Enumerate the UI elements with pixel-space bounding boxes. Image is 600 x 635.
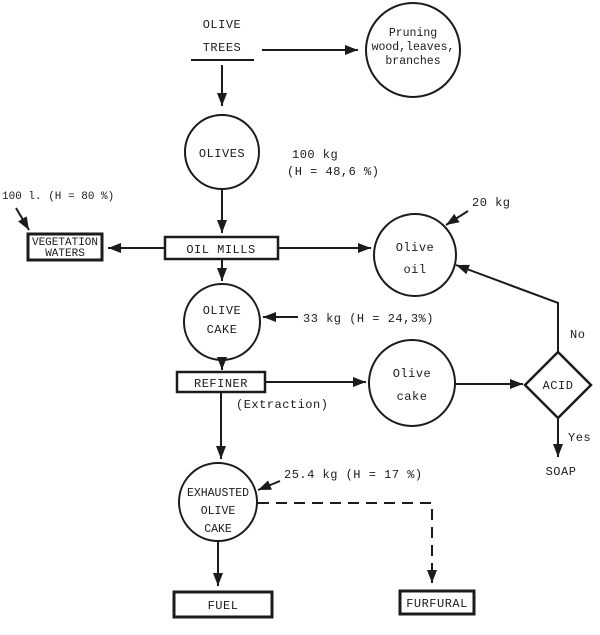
pruning-node-circle bbox=[365, 2, 461, 98]
fuel-box bbox=[172, 590, 274, 619]
pruning-label-line3: branches bbox=[385, 55, 440, 68]
olive-oil-label-line1: Olive bbox=[396, 241, 435, 255]
pruning-label-line1: Pruning bbox=[389, 27, 437, 40]
arrow-acid-no-to-olive-oil bbox=[455, 264, 559, 351]
vegetation-waters-amount: 100 l. (H = 80 %) bbox=[2, 191, 114, 203]
olive-cake-label-line2: CAKE bbox=[207, 323, 238, 337]
arrow-annotation-to-olive-oil bbox=[445, 210, 469, 226]
olive-cake-label-line1: OLIVE bbox=[203, 304, 242, 318]
oil-mills-label: OIL MILLS bbox=[186, 243, 255, 257]
furfural-label: FURFURAL bbox=[406, 597, 468, 611]
olive-oil-label-line2: oil bbox=[403, 263, 426, 277]
olive-oil-node-circle bbox=[373, 213, 457, 297]
furfural-box bbox=[398, 589, 476, 616]
olives-label: OLIVES bbox=[199, 147, 245, 161]
olives-amount-line1: 100 kg bbox=[292, 148, 338, 162]
fuel-label: FUEL bbox=[208, 599, 239, 613]
exhausted-olive-cake-label-line1: EXHAUSTED bbox=[187, 487, 249, 500]
exhausted-olive-cake-label-line2: OLIVE bbox=[201, 505, 236, 518]
pruning-label-line2: wood,leaves, bbox=[372, 41, 455, 54]
decision-no-label: No bbox=[570, 328, 585, 342]
olive-cake-amount: 33 kg (H = 24,3%) bbox=[303, 312, 434, 326]
acid-label: ACID bbox=[543, 379, 574, 393]
olive-oil-amount: 20 kg bbox=[472, 196, 511, 210]
vegetation-waters-box bbox=[26, 232, 104, 262]
soap-label: SOAP bbox=[546, 465, 577, 479]
vegetation-waters-label-line1: VEGETATION bbox=[32, 237, 98, 249]
exhausted-olive-cake-amount: 25.4 kg (H = 17 %) bbox=[284, 468, 423, 482]
vegetation-waters-label-line2: WATERS bbox=[45, 248, 85, 260]
olive-cake-node-circle bbox=[183, 283, 261, 361]
refiner-label: REFINER bbox=[194, 377, 248, 391]
arrow-annotation-to-vegetation-waters bbox=[15, 207, 30, 231]
exhausted-olive-cake-label-line3: CAKE bbox=[204, 523, 232, 536]
arrow-annotation-to-exhausted-olive-cake bbox=[257, 480, 281, 491]
extraction-note: (Extraction) bbox=[236, 398, 328, 412]
acid-decision-diamond bbox=[523, 350, 593, 420]
olive-trees-label-line1: OLIVE bbox=[203, 18, 242, 32]
olives-node-circle bbox=[184, 114, 260, 190]
refined-olive-cake-node-circle bbox=[368, 339, 456, 427]
decision-yes-label: Yes bbox=[568, 431, 591, 445]
olives-amount-line2: (H = 48,6 %) bbox=[287, 165, 379, 179]
refined-olive-cake-label-line2: cake bbox=[397, 390, 428, 404]
refiner-box bbox=[175, 370, 267, 394]
dashed-arrow-exhausted-olive-cake-to-furfural bbox=[258, 502, 437, 583]
olive-trees-label-line2: TREES bbox=[203, 41, 242, 55]
refined-olive-cake-label-line1: Olive bbox=[393, 367, 432, 381]
